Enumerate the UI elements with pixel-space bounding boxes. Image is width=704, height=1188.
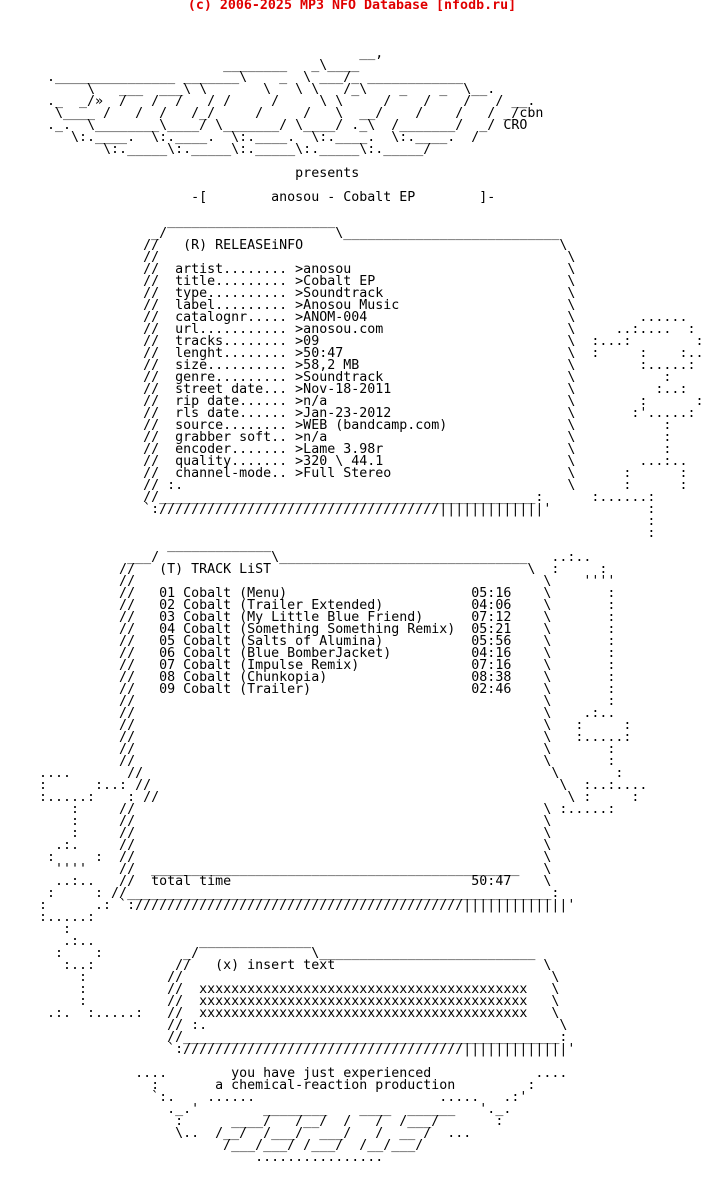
site-credit: (c) 2006-2025 MP3 NFO Database [nfodb.ru… (187, 0, 517, 13)
nfo-text: __, ________ _\____ ._______________ ___… (39, 46, 704, 1165)
